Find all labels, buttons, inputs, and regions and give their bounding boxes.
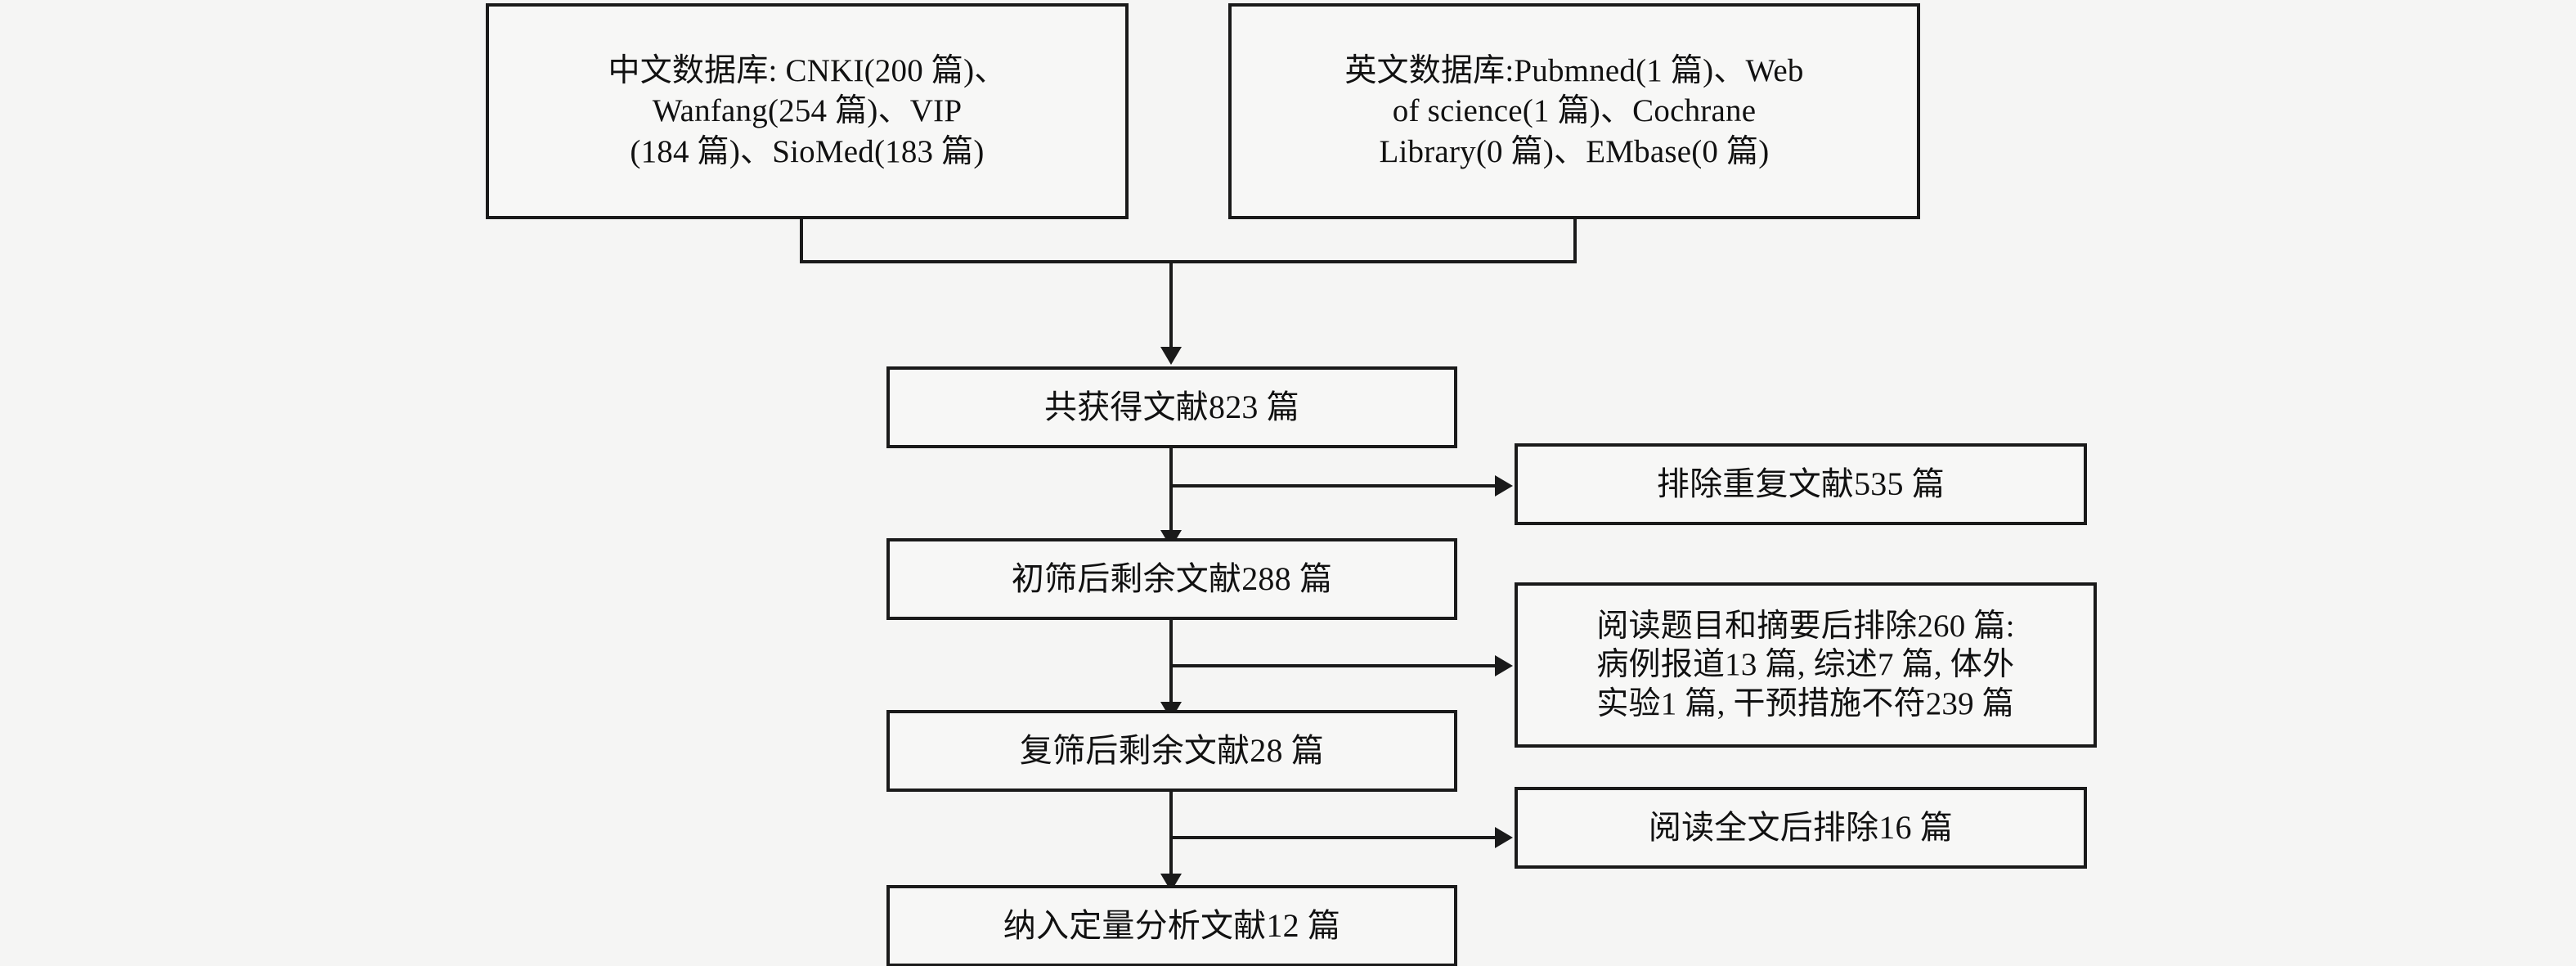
node-after-second-screen: 复筛后剩余文献28 篇	[886, 710, 1457, 792]
arrow-branch-title-abstract-icon	[1495, 655, 1513, 676]
connector-total-to-first	[1169, 448, 1173, 548]
node-chinese-databases: 中文数据库: CNKI(200 篇)、 Wanfang(254 篇)、VIP (…	[486, 3, 1129, 219]
node-chinese-databases-label: 中文数据库: CNKI(200 篇)、 Wanfang(254 篇)、VIP (…	[608, 53, 1007, 169]
connector-branch-duplicates	[1169, 484, 1497, 487]
node-after-first-screen: 初筛后剩余文献288 篇	[886, 538, 1457, 620]
node-fulltext-excluded-label: 阅读全文后排除16 篇	[1648, 809, 1954, 846]
connector-branch-fulltext	[1169, 836, 1497, 839]
arrow-branch-duplicates-icon	[1495, 475, 1513, 496]
node-total-records: 共获得文献823 篇	[886, 366, 1457, 448]
node-title-abstract-excluded-label: 阅读题目和摘要后排除260 篇: 病例报道13 篇, 综述7 篇, 体外 实验1…	[1596, 608, 2015, 721]
node-duplicates-removed: 排除重复文献535 篇	[1515, 443, 2087, 525]
arrow-branch-fulltext-icon	[1495, 827, 1513, 848]
node-after-second-screen-label: 复筛后剩余文献28 篇	[1019, 732, 1325, 769]
node-total-records-label: 共获得文献823 篇	[1044, 389, 1299, 425]
node-after-first-screen-label: 初筛后剩余文献288 篇	[1011, 560, 1333, 597]
connector-branch-title-abstract	[1169, 664, 1497, 667]
node-english-databases: 英文数据库:Pubmned(1 篇)、Web of science(1 篇)、C…	[1228, 3, 1920, 219]
node-title-abstract-excluded: 阅读题目和摘要后排除260 篇: 病例报道13 篇, 综述7 篇, 体外 实验1…	[1515, 582, 2097, 748]
node-fulltext-excluded: 阅读全文后排除16 篇	[1515, 787, 2087, 869]
node-included-quantitative-label: 纳入定量分析文献12 篇	[1003, 907, 1341, 944]
connector-merge-bar	[800, 260, 1577, 263]
connector-merge-to-total	[1169, 260, 1173, 348]
connector-chinese-drop	[800, 219, 803, 262]
node-duplicates-removed-label: 排除重复文献535 篇	[1656, 465, 1945, 502]
node-english-databases-label: 英文数据库:Pubmned(1 篇)、Web of science(1 篇)、C…	[1344, 53, 1804, 169]
connector-first-to-second	[1169, 620, 1173, 720]
connector-english-drop	[1573, 219, 1577, 262]
node-included-quantitative: 纳入定量分析文献12 篇	[886, 885, 1457, 966]
connector-second-to-included	[1169, 792, 1173, 892]
arrow-merge-to-total-icon	[1160, 347, 1182, 365]
